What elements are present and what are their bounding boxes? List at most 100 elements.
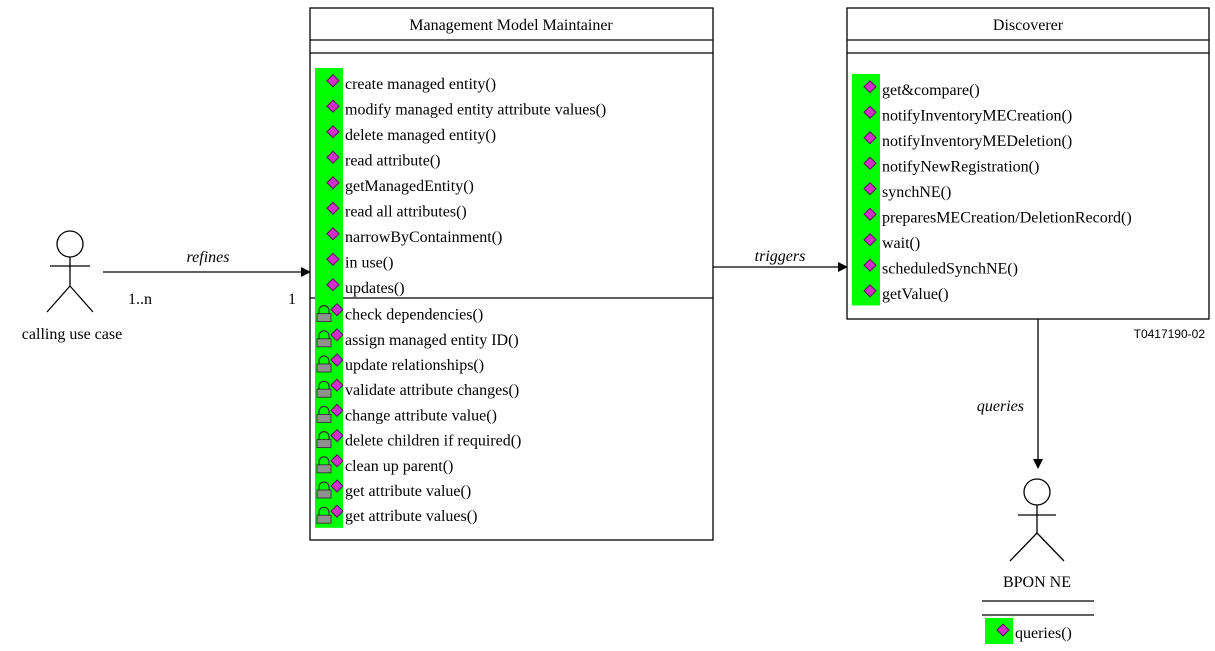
padlock-icon: [316, 506, 332, 524]
operation: synchNE(): [863, 182, 951, 201]
actor-label-bpon-ne: BPON NE: [1003, 574, 1071, 591]
private-operation: clean up parent(): [316, 454, 453, 475]
actor-label-calling-use-case: calling use case: [22, 326, 122, 343]
association-triggers: triggers: [713, 248, 848, 272]
method-diamond-icon: [996, 623, 1010, 637]
method-diamond-icon: [330, 454, 344, 468]
operation: preparesMECreation/DeletionRecord(): [863, 207, 1132, 226]
operation: modify managed entity attribute values(): [326, 99, 606, 118]
padlock-icon: [316, 481, 332, 499]
operation: notifyNewRegistration(): [863, 156, 1039, 175]
operation: in use(): [326, 252, 393, 271]
operation: queries(): [996, 623, 1072, 642]
operation-label: notifyInventoryMEDeletion(): [882, 133, 1072, 150]
private-operation: check dependencies(): [316, 302, 483, 324]
private-operation: validate attribute changes(): [316, 378, 519, 399]
operations-compartment: queries(): [985, 618, 1072, 644]
private-operation: delete children if required(): [316, 428, 521, 450]
figure-code: T0417190-02: [1134, 327, 1206, 341]
operation-label: scheduledSynchNE(): [882, 260, 1018, 277]
operations-compartment: get&compare() notifyInventoryMECreation()…: [852, 74, 1132, 306]
method-diamond-icon: [326, 227, 340, 241]
operation-label: wait(): [882, 235, 920, 252]
operation-label: in use(): [345, 254, 393, 271]
operation: get&compare(): [863, 80, 980, 99]
method-diamond-icon: [326, 150, 340, 164]
class-title: Management Model Maintainer: [409, 17, 613, 34]
method-diamond-icon: [330, 504, 344, 518]
operation-label: read all attributes(): [345, 203, 467, 220]
operations-compartment: create managed entity() modify managed en…: [315, 68, 606, 300]
method-diamond-icon: [330, 403, 344, 418]
private-operation: get attribute value(): [316, 479, 471, 500]
padlock-icon: [316, 305, 332, 323]
operation-label: validate attribute changes(): [345, 382, 519, 399]
method-diamond-icon: [863, 207, 877, 221]
operation-label: notifyNewRegistration(): [882, 158, 1039, 175]
triggers-label: triggers: [755, 248, 806, 265]
padlock-icon: [316, 355, 332, 373]
operation-label: clean up parent(): [345, 458, 453, 475]
operation: narrowByContainment(): [326, 227, 502, 246]
operation-label: delete managed entity(): [345, 127, 496, 144]
operation: read all attributes(): [326, 201, 467, 220]
method-diamond-icon: [330, 353, 344, 367]
operation: wait(): [863, 233, 920, 252]
padlock-icon: [316, 456, 332, 474]
operation: updates(): [326, 278, 405, 297]
operation: read attribute(): [326, 150, 441, 169]
operation-label: updates(): [345, 280, 405, 297]
operation: notifyInventoryMEDeletion(): [863, 131, 1072, 150]
operation: notifyInventoryMECreation(): [863, 105, 1072, 124]
association-queries: queries: [977, 319, 1043, 469]
operation: getValue(): [863, 284, 949, 303]
operation: getManagedEntity(): [326, 176, 474, 195]
method-diamond-icon: [863, 233, 877, 247]
actor-calling-use-case: calling use case: [22, 230, 122, 343]
method-diamond-icon: [863, 131, 877, 145]
class-management-model-maintainer: Management Model Maintainer create manag…: [309, 7, 714, 541]
class-title: Discoverer: [993, 17, 1064, 34]
class-discoverer: Discoverer get&compare() notifyInventoryM…: [846, 7, 1210, 320]
method-diamond-icon: [330, 428, 344, 443]
method-diamond-icon: [326, 125, 340, 139]
method-diamond-icon: [326, 74, 340, 88]
private-operation: assign managed entity ID(): [316, 328, 519, 349]
queries-label: queries: [977, 398, 1024, 415]
method-diamond-icon: [330, 302, 344, 317]
method-diamond-icon: [330, 378, 344, 392]
method-diamond-icon: [863, 284, 877, 298]
operation-label: modify managed entity attribute values(): [345, 101, 606, 118]
operation-label: preparesMECreation/DeletionRecord(): [882, 209, 1132, 226]
method-diamond-icon: [326, 252, 340, 266]
operation-label: check dependencies(): [345, 307, 483, 324]
method-diamond-icon: [863, 182, 877, 196]
operation-label: getValue(): [882, 286, 949, 303]
padlock-icon: [316, 380, 332, 398]
private-operation: get attribute values(): [316, 504, 477, 525]
operation-label: create managed entity(): [345, 76, 496, 93]
padlock-icon: [316, 431, 332, 449]
operation: create managed entity(): [326, 74, 496, 93]
operation-label: delete children if required(): [345, 433, 521, 450]
actor-bpon-ne: BPON NE queries(): [982, 478, 1094, 644]
method-diamond-icon: [326, 201, 340, 215]
operation-label: update relationships(): [345, 357, 484, 374]
refines-multiplicity-target: 1: [288, 291, 296, 308]
method-diamond-icon: [326, 176, 340, 190]
padlock-icon: [316, 405, 332, 423]
operation-label: narrowByContainment(): [345, 229, 502, 246]
operation-label: get&compare(): [882, 82, 980, 99]
operation: scheduledSynchNE(): [863, 258, 1018, 277]
method-diamond-icon: [330, 479, 344, 493]
method-diamond-icon: [863, 105, 877, 119]
operation-label: getManagedEntity(): [345, 178, 474, 195]
private-operations-compartment: check dependencies() assign managed entit…: [315, 299, 521, 528]
operation: delete managed entity(): [326, 125, 496, 144]
actor-head: [1023, 478, 1051, 506]
operation-label: change attribute value(): [345, 407, 497, 424]
refines-label: refines: [187, 249, 230, 266]
refines-multiplicity-source: 1..n: [128, 291, 152, 308]
padlock-icon: [316, 330, 332, 348]
